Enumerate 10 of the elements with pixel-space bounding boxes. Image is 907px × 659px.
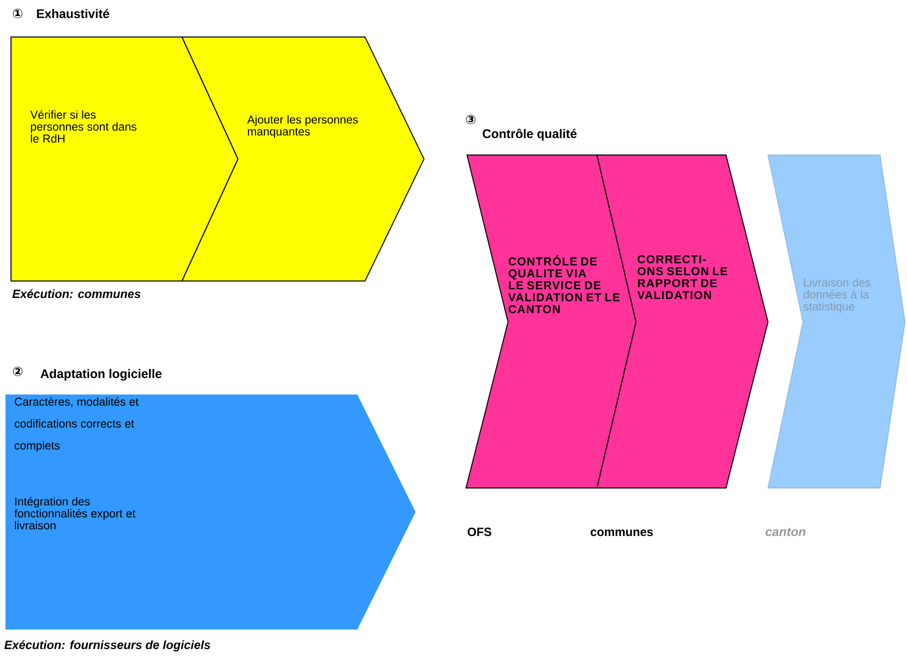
actor-label: canton	[766, 528, 806, 536]
section-heading: Contrôle qualité	[482, 128, 577, 141]
actor-label: communes	[590, 530, 653, 536]
execution-note: Exécution: fournisseurs de logiciels	[4, 640, 210, 652]
actor-label: OFS	[468, 528, 492, 536]
number-symbol: ①	[12, 8, 22, 18]
section-heading: Adaptation logicielle	[40, 368, 162, 381]
number-symbol: ②	[12, 366, 22, 376]
section-heading: Exhaustivité	[37, 8, 110, 18]
number-symbol: ③	[466, 114, 476, 124]
